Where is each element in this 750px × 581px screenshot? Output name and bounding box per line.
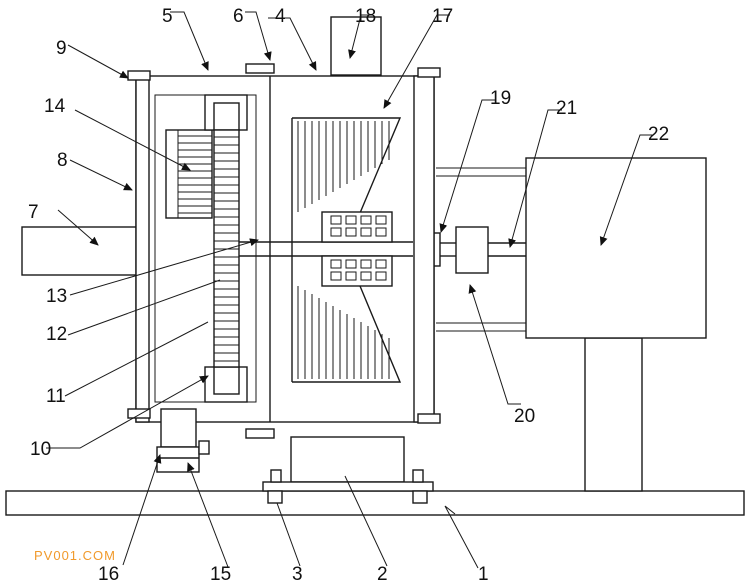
label-17: 17 <box>432 6 453 27</box>
label-6: 6 <box>233 6 244 27</box>
label-19: 19 <box>490 88 511 109</box>
discharge-valve <box>156 408 210 473</box>
right-flange-plate <box>413 75 435 423</box>
label-3: 3 <box>292 564 303 581</box>
label-2: 2 <box>377 564 388 581</box>
support-rods <box>436 167 526 332</box>
base-plate <box>5 490 745 516</box>
anchor-bolts <box>267 469 428 504</box>
left-flange-plate <box>135 75 150 423</box>
label-14: 14 <box>44 96 66 117</box>
label-7: 7 <box>28 202 39 223</box>
feed-inlet-pipe <box>21 226 148 276</box>
callout-labels: 1 2 3 4 5 6 7 8 9 10 11 12 13 14 15 16 1… <box>28 6 669 581</box>
label-22: 22 <box>648 124 669 145</box>
label-21: 21 <box>556 98 577 119</box>
feed-hopper <box>330 16 382 76</box>
label-16: 16 <box>98 564 119 581</box>
blade-hub <box>321 211 393 287</box>
label-5: 5 <box>162 6 173 27</box>
label-15: 15 <box>210 564 231 581</box>
support-block <box>290 436 405 483</box>
motor-support-column <box>584 337 643 492</box>
grinding-roller <box>204 94 248 403</box>
grinding-rack <box>165 129 213 219</box>
motor-box <box>525 157 707 339</box>
label-9: 9 <box>56 38 67 59</box>
label-18: 18 <box>355 6 376 27</box>
label-4: 4 <box>275 6 286 27</box>
label-11: 11 <box>46 386 66 407</box>
label-10: 10 <box>30 439 51 460</box>
coupling <box>455 226 489 274</box>
crushing-blades <box>291 117 402 383</box>
leader-lines <box>46 11 652 569</box>
label-20: 20 <box>514 406 535 427</box>
label-12: 12 <box>46 324 67 345</box>
watermark: PV001.COM <box>34 548 116 563</box>
label-1: 1 <box>478 564 489 581</box>
label-13: 13 <box>46 286 67 307</box>
label-8: 8 <box>57 150 68 171</box>
